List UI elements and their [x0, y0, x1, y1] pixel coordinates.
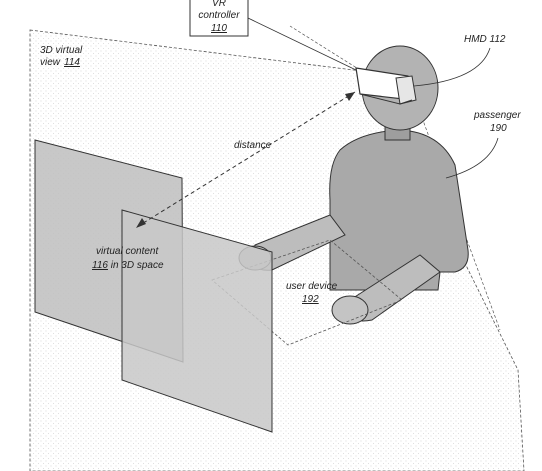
- virtual-content-label-line1: virtual content: [96, 246, 159, 257]
- distance-arrow: [136, 91, 356, 228]
- distance-label: distance: [234, 140, 272, 151]
- passenger-torso: [329, 129, 469, 291]
- virtual-content-label-line2: 116 in 3D space: [92, 260, 164, 271]
- view-label-prefix: view: [40, 57, 61, 68]
- hmd-device: [355, 67, 417, 105]
- user-device-label-line1: user device: [286, 281, 338, 292]
- view-label-line1: 3D virtual: [40, 45, 83, 56]
- view-label-ref: 114: [64, 57, 80, 68]
- virtual-content-panel-front: [121, 209, 273, 433]
- vr-controller-ref: 110: [211, 23, 227, 34]
- virtual-content-label-rest: in 3D space: [108, 260, 164, 271]
- hmd-leader: [413, 47, 491, 87]
- passenger-label-line1: passenger: [473, 110, 521, 121]
- vr-controller-line2: controller: [198, 10, 240, 21]
- hmd-label: HMD 112: [464, 34, 506, 45]
- vr-controller-leader: [247, 17, 357, 71]
- vr-controller-box: VR controller 110: [189, 0, 249, 37]
- virtual-content-ref: 116: [92, 260, 108, 271]
- user-device-label-ref: 192: [302, 294, 319, 305]
- passenger-right-hand: [331, 295, 369, 325]
- passenger-label-ref: 190: [490, 123, 507, 134]
- passenger-leader: [445, 137, 499, 179]
- vr-controller-line1: VR: [212, 0, 226, 9]
